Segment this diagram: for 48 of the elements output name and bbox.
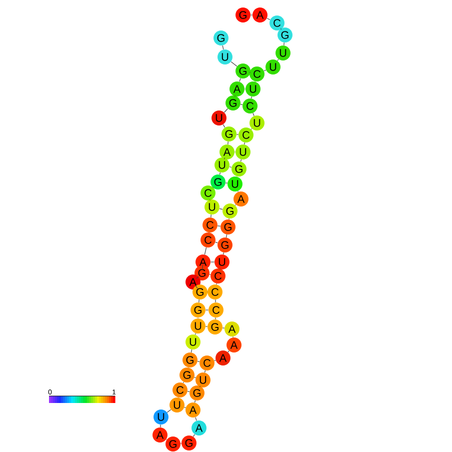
backbone-line [166, 409, 172, 413]
base-pair-line [187, 391, 190, 392]
backbone-line [210, 214, 212, 218]
backbone-line [240, 159, 242, 162]
base-pair-line [229, 166, 232, 168]
backbone-line [202, 265, 203, 270]
backbone-line [230, 61, 238, 67]
backbone-line [204, 247, 207, 255]
backbone-line [223, 252, 224, 255]
backbone-line [250, 14, 253, 16]
backbone-line [190, 349, 192, 353]
backbone-line [194, 400, 196, 403]
base-pair-line [225, 182, 228, 184]
base-pair-line [240, 104, 243, 105]
base-pair-line [215, 242, 218, 244]
base-pair-line [184, 407, 186, 408]
base-pair-line [236, 134, 239, 135]
base-pair-line [219, 208, 223, 210]
backbone-line [266, 18, 270, 20]
backbone-line [228, 350, 230, 352]
base-pair-line [194, 377, 196, 378]
backbone-line [214, 360, 216, 361]
backbone-line [204, 370, 206, 373]
backbone-line [222, 45, 224, 50]
backbone-line [198, 299, 200, 303]
backbone-line [224, 108, 228, 113]
backbone-line [195, 285, 198, 289]
backbone-line [251, 96, 252, 99]
backbone-line [199, 386, 201, 388]
backbone-line [195, 333, 196, 335]
backbone-line [219, 172, 221, 175]
backbone-line [182, 382, 184, 384]
backbone-line [264, 70, 266, 72]
backbone-line [252, 112, 254, 116]
backbone-line [196, 276, 199, 279]
base-pair-line [197, 361, 200, 362]
backbone-line [160, 424, 161, 428]
backbone-line [244, 142, 245, 145]
base-pair-line [205, 326, 208, 327]
backbone-line [195, 417, 197, 421]
backbone-line [215, 317, 216, 320]
backbone-line [226, 234, 228, 238]
backbone-line [192, 434, 196, 437]
backbone-line [224, 158, 226, 160]
backbone-line [239, 78, 241, 82]
backbone-line [215, 299, 216, 303]
backbone-line [277, 58, 279, 62]
backbone-line [222, 124, 226, 128]
